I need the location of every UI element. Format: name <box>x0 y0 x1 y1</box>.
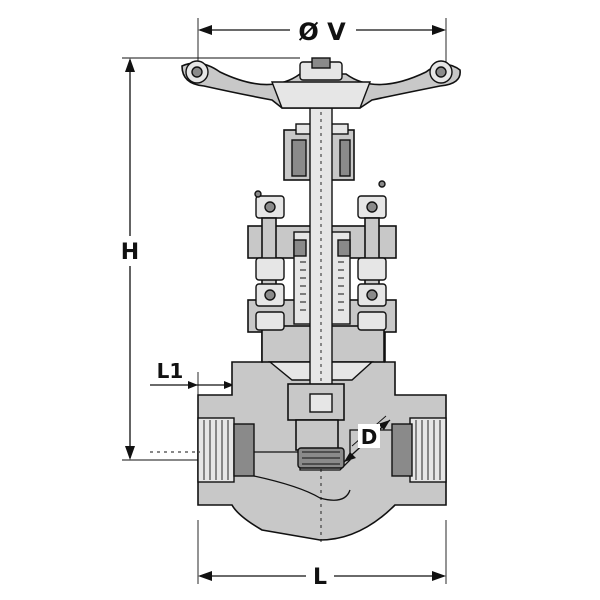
handwheel <box>181 57 461 109</box>
left-bolt <box>254 190 285 331</box>
label-length: L <box>313 565 327 590</box>
right-thread <box>391 420 441 480</box>
dimension-handwheel-diameter: Ø V <box>197 14 447 66</box>
packing-rings <box>293 239 351 311</box>
label-handwheel-diameter: Ø V <box>298 18 346 46</box>
left-thread <box>203 420 255 480</box>
dimension-bore: D <box>343 415 391 463</box>
dimension-length: L <box>197 520 447 590</box>
label-bore: D <box>361 425 378 449</box>
right-bolt <box>357 180 387 331</box>
label-socket-depth: L1 <box>157 359 184 383</box>
label-height: H <box>121 240 139 265</box>
disc-assembly <box>287 383 345 469</box>
